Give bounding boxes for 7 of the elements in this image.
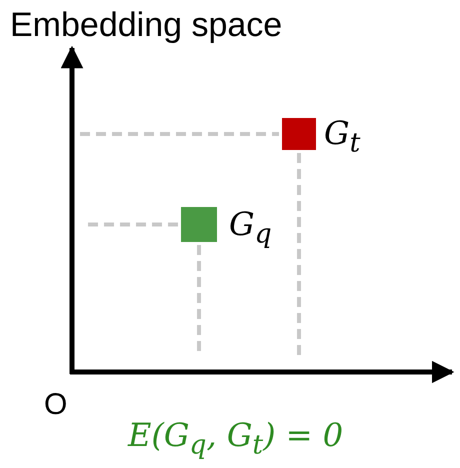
equation: E(G$_{q}$, G$_{t}$) = 0 xyxy=(128,416,344,460)
point-label: G$_{t}$ xyxy=(324,114,360,158)
point-marker xyxy=(181,207,217,242)
point-label: G$_{q}$ xyxy=(229,205,272,250)
point-marker xyxy=(282,118,316,150)
title: Embedding space xyxy=(10,6,282,45)
origin-label: O xyxy=(44,388,68,422)
